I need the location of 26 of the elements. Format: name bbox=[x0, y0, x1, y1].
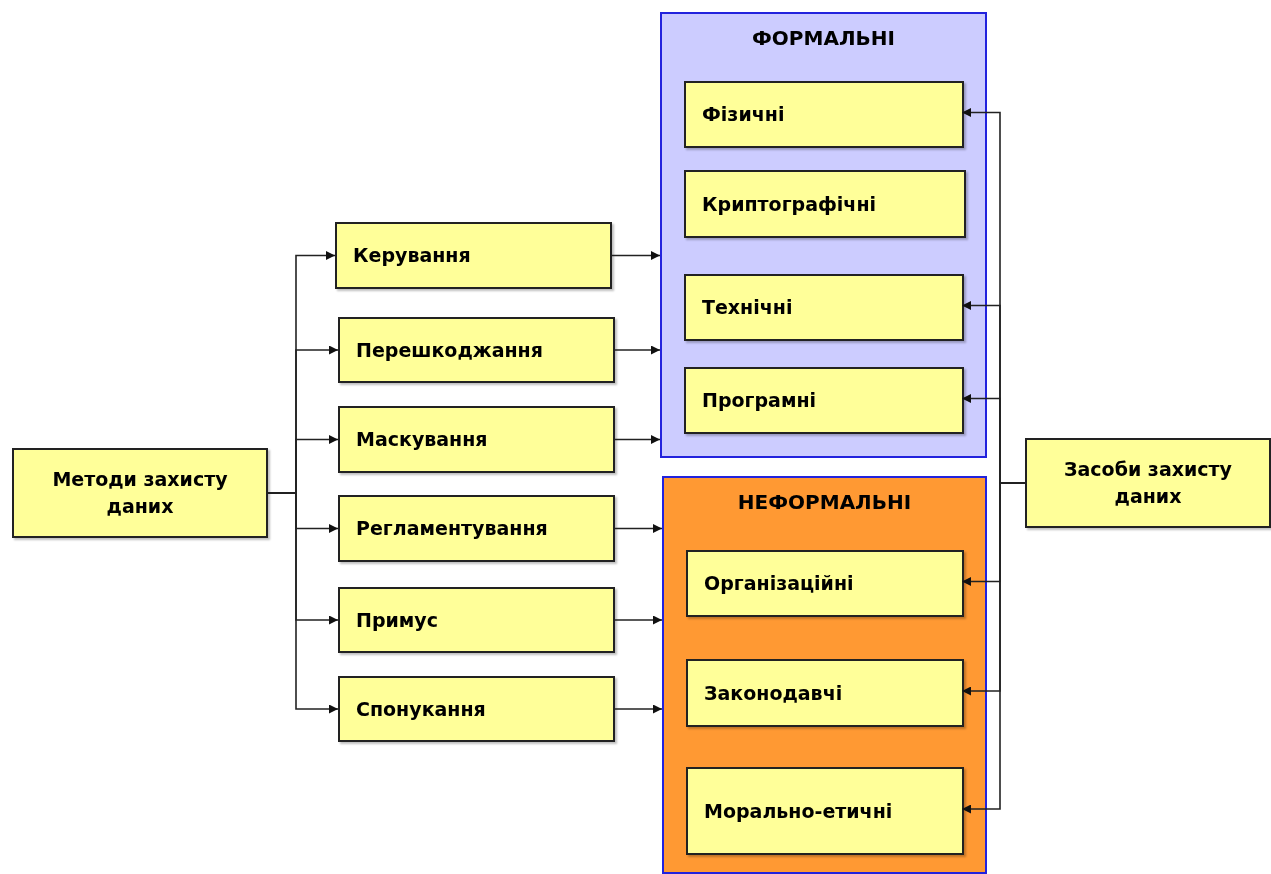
process-box: Спонукання bbox=[338, 676, 615, 742]
process-box: Методи захисту даних bbox=[12, 448, 268, 538]
arrow bbox=[614, 345, 661, 355]
arrow bbox=[267, 492, 339, 714]
process-box: Технічні bbox=[684, 274, 964, 341]
process-box: Організаційні bbox=[686, 550, 964, 617]
process-box: Керування bbox=[335, 222, 612, 289]
group-title: НЕФОРМАЛЬНІ bbox=[736, 489, 913, 516]
arrow bbox=[614, 704, 663, 714]
process-box: Фізичні bbox=[684, 81, 964, 148]
process-box: Перешкоджання bbox=[338, 317, 615, 383]
process-box: Програмні bbox=[684, 367, 964, 434]
process-box: Засоби захисту даних bbox=[1025, 438, 1271, 528]
process-box: Регламентування bbox=[338, 495, 615, 562]
process-box: Морально-етичні bbox=[686, 767, 964, 855]
arrow bbox=[611, 251, 661, 260]
group-panel bbox=[662, 476, 987, 874]
process-box: Законодавчі bbox=[686, 659, 964, 727]
process-box: Маскування bbox=[338, 406, 615, 473]
process-box: Криптографічні bbox=[684, 170, 966, 238]
group-panel bbox=[660, 12, 987, 458]
arrow bbox=[614, 615, 663, 625]
arrow bbox=[614, 435, 661, 444]
arrow bbox=[614, 524, 663, 533]
group-title: ФОРМАЛЬНІ bbox=[751, 25, 896, 52]
process-box: Примус bbox=[338, 587, 615, 653]
